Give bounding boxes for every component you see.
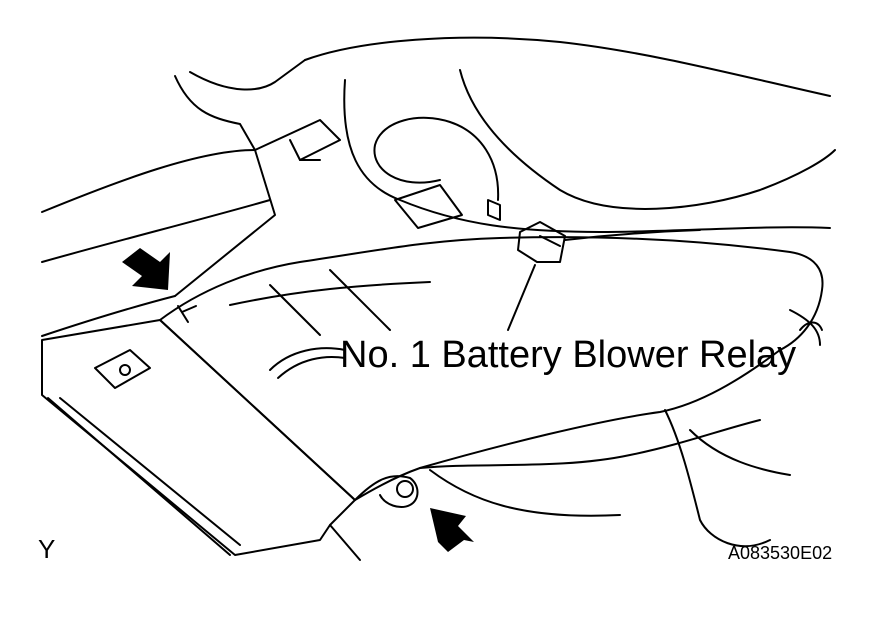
tray-edge bbox=[329, 524, 361, 561]
duct-top bbox=[159, 236, 824, 351]
duct-contour bbox=[329, 269, 391, 331]
view-letter: Y bbox=[38, 534, 56, 564]
duct-side bbox=[159, 319, 781, 501]
bracket bbox=[289, 139, 321, 161]
lower-panel bbox=[664, 409, 771, 548]
tray-edge bbox=[47, 397, 231, 556]
duct-contour bbox=[229, 281, 431, 306]
battery-tray bbox=[41, 319, 356, 556]
arrow-lower bbox=[430, 508, 474, 552]
arrow-upper-left bbox=[122, 248, 170, 290]
panel-edge bbox=[343, 79, 831, 233]
tray-tab bbox=[94, 349, 151, 389]
lower-panel bbox=[689, 429, 791, 476]
panel-edge bbox=[189, 59, 306, 91]
panel-edge bbox=[459, 69, 836, 210]
lower-edge bbox=[429, 469, 621, 517]
duct-contour bbox=[269, 284, 321, 336]
panel-edge bbox=[789, 309, 821, 346]
duct-rib bbox=[269, 347, 346, 371]
wire-harness bbox=[373, 116, 500, 201]
floor-edge bbox=[174, 149, 276, 297]
callout-leader bbox=[507, 264, 536, 331]
relay-body bbox=[517, 221, 566, 263]
bolt bbox=[396, 480, 414, 498]
panel-edge bbox=[174, 75, 256, 151]
upper-connector bbox=[394, 184, 463, 229]
clip bbox=[799, 321, 823, 331]
floor-edge bbox=[41, 199, 271, 263]
clip-symbol bbox=[177, 305, 197, 323]
floor-edge bbox=[41, 295, 176, 337]
tray-edge bbox=[59, 397, 241, 546]
floor-edge bbox=[41, 149, 256, 213]
tray-hole bbox=[119, 364, 131, 376]
clip bbox=[487, 199, 501, 221]
relay-wire bbox=[564, 229, 701, 241]
bolt-boss bbox=[354, 475, 419, 508]
panel-edge bbox=[304, 36, 831, 97]
relay-detail bbox=[539, 235, 561, 247]
relay-callout-label: No. 1 Battery Blower Relay bbox=[340, 334, 797, 376]
lower-edge bbox=[419, 419, 761, 469]
figure-code: A083530E02 bbox=[728, 543, 833, 563]
duct-rib bbox=[277, 356, 346, 379]
bracket bbox=[254, 119, 341, 161]
